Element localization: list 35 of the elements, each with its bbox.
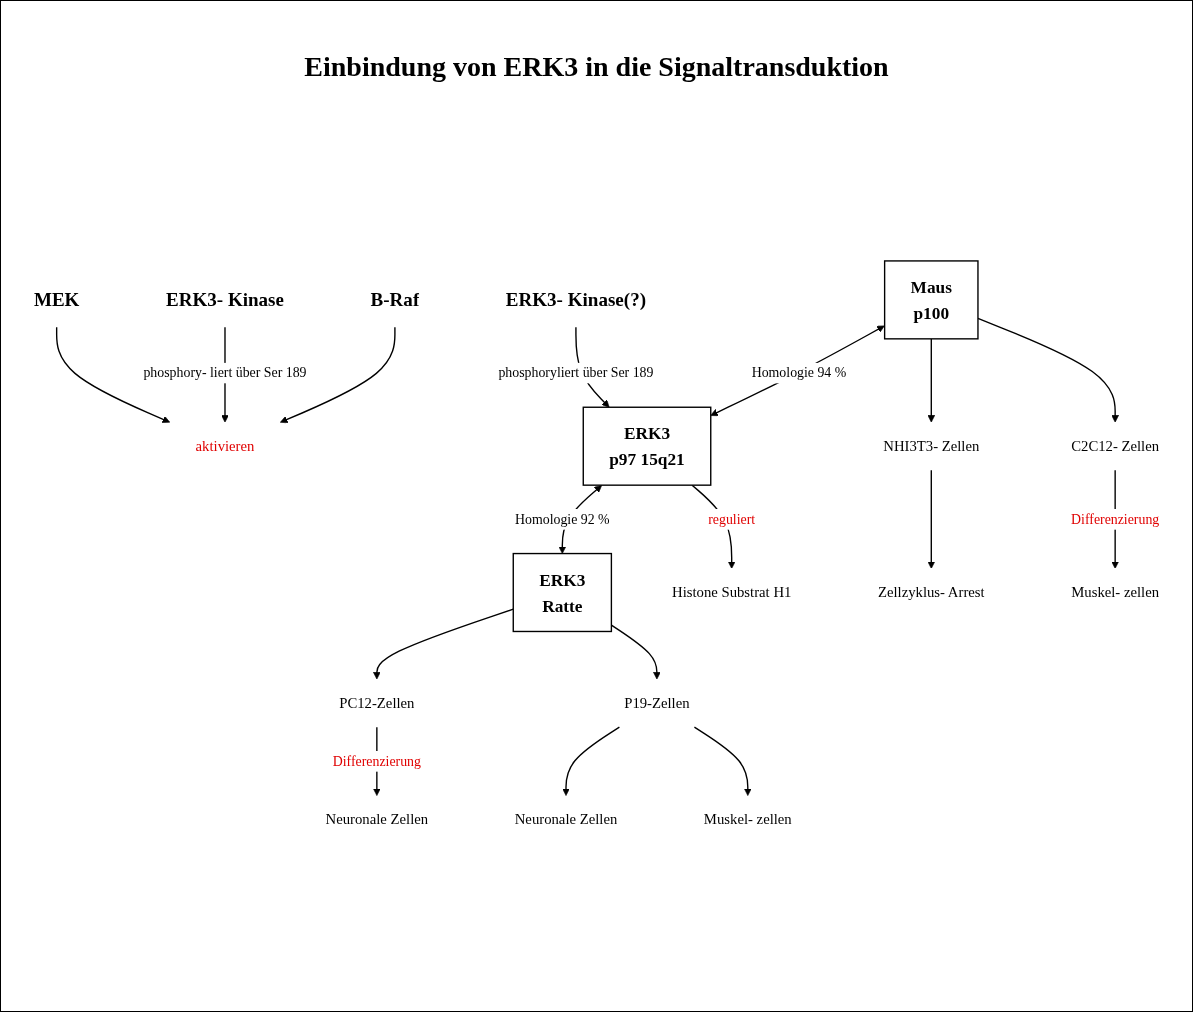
node-box: ERK3 Ratte (512, 552, 613, 632)
node-text: Zellzyklus- Arrest (877, 583, 985, 601)
node-box: Maus p100 (883, 259, 979, 340)
diagram-title: Einbindung von ERK3 in die Signaltransduktion (304, 51, 889, 83)
node-text: C2C12- Zellen (1071, 437, 1160, 454)
node-text: Neuronale Zellen (514, 810, 618, 828)
node-text: P19-Zellen (624, 694, 690, 711)
arrow (977, 317, 1119, 423)
arrow (710, 325, 885, 416)
edge-label: phosphory- liert über Ser 189 (143, 364, 307, 380)
node-box: ERK3 p97 15q21 (582, 406, 712, 486)
node-text: aktivieren (195, 437, 255, 454)
arrow (280, 326, 396, 423)
arrow (927, 337, 936, 423)
arrow (373, 608, 514, 680)
edge-label: reguliert (708, 511, 756, 527)
node-text: PC12-Zellen (339, 694, 415, 711)
arrow (55, 326, 171, 423)
node-text: ERK3- Kinase (165, 288, 284, 311)
edge-label: phosphoryliert über Ser 189 (498, 364, 654, 380)
arrow (562, 726, 621, 796)
node-text: NHI3T3- Zellen (883, 437, 980, 454)
arrow (927, 469, 936, 569)
node-text: Neuronale Zellen (325, 810, 429, 828)
node-text: B-Raf (370, 288, 420, 311)
edge-label: Homologie 94 % (751, 365, 847, 380)
edge-label: Differenzierung (332, 753, 421, 768)
node-text: ERK3- Kinase(?) (505, 288, 647, 311)
node-text: Muskel- zellen (703, 810, 792, 828)
node-text: MEK (33, 288, 80, 311)
node-text: Histone Substrat H1 (672, 583, 792, 601)
node-text: Muskel- zellen (1071, 583, 1160, 601)
arrow (693, 726, 752, 796)
edge-label: Homologie 92 % (515, 511, 610, 527)
edge-label: Differenzierung (1071, 511, 1160, 527)
